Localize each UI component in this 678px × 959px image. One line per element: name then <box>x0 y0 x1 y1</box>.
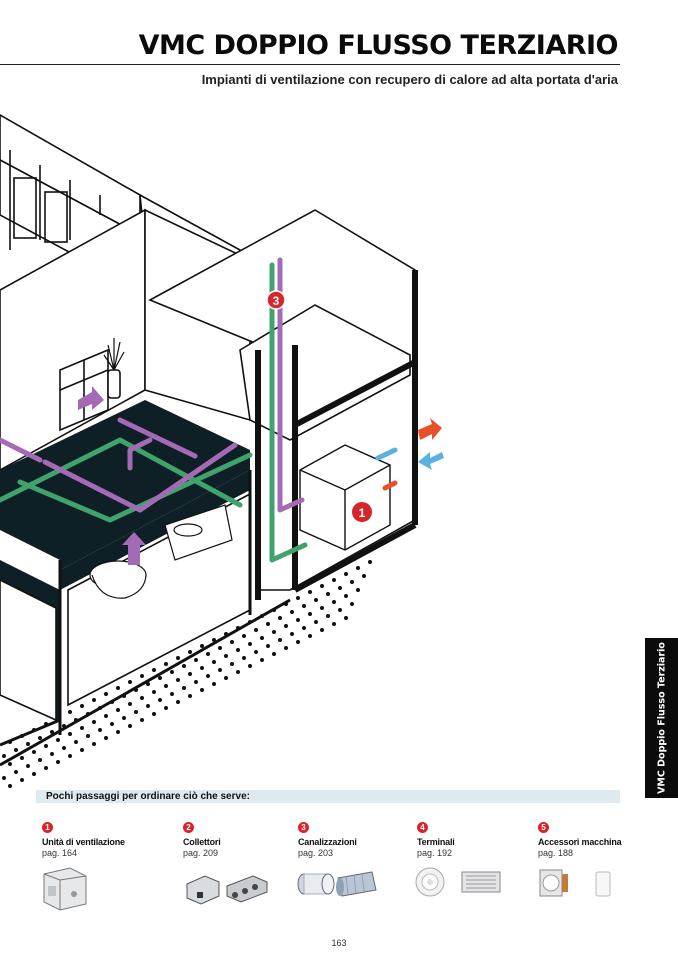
step-name: Collettori <box>183 837 221 847</box>
title-divider <box>0 64 620 65</box>
step-page-ref: pag. 203 <box>298 848 334 858</box>
section-side-tab: VMC Doppio Flusso Terziario <box>645 638 678 798</box>
extract-arrow <box>78 386 104 410</box>
floor-slab <box>0 400 250 570</box>
step-page-ref: pag. 209 <box>183 848 219 858</box>
machine-accessories-thumbnail <box>539 869 611 897</box>
ducting-thumbnail <box>297 871 377 897</box>
step-number-badge: 2 <box>183 822 194 833</box>
outdoor-air-out-arrow <box>418 418 442 440</box>
step-name: Terminali <box>417 837 455 847</box>
plant <box>103 338 125 371</box>
step-page-ref: pag. 188 <box>538 848 574 858</box>
step-number-badge: 4 <box>417 822 428 833</box>
ventilation-building-illustration: 3 1 <box>0 114 444 800</box>
step-item: 2 Collettori pag. 209 <box>183 822 293 858</box>
callout-3: 3 <box>266 290 286 310</box>
step-name: Canalizzazioni <box>298 837 357 847</box>
callout-1: 1 <box>352 502 372 522</box>
page-title: VMC DOPPIO FLUSSO TERZIARIO <box>138 30 619 61</box>
terminals-thumbnail <box>415 867 501 897</box>
page-number: 163 <box>331 938 347 948</box>
step-page-ref: pag. 192 <box>417 848 453 858</box>
step-number-badge: 5 <box>538 822 549 833</box>
steps-heading-bar: Pochi passaggi per ordinare ciò che serv… <box>36 790 620 803</box>
step-name: Unità di ventilazione <box>42 837 125 847</box>
step-item: 4 Terminali pag. 192 <box>417 822 527 858</box>
callout-1-label: 1 <box>359 506 366 520</box>
bathroom-fixtures <box>89 504 233 599</box>
outdoor-air-in-arrow <box>418 452 444 470</box>
step-name: Accessori macchina <box>538 837 622 847</box>
step-item: 3 Canalizzazioni pag. 203 <box>298 822 408 858</box>
ventilation-unit-thumbnail <box>43 867 87 911</box>
step-number-badge: 1 <box>42 822 53 833</box>
collector-thumbnail <box>186 875 268 905</box>
lower-frame <box>0 470 291 767</box>
side-tab-label: VMC Doppio Flusso Terziario <box>656 642 667 794</box>
page-subtitle: Impianti di ventilazione con recupero di… <box>201 72 618 87</box>
supply-arrow <box>122 532 146 565</box>
duct-network <box>0 257 398 563</box>
step-item: 5 Accessori macchina pag. 188 <box>538 822 648 858</box>
step-item: 1 Unità di ventilazione pag. 164 <box>42 822 152 858</box>
steps-heading: Pochi passaggi per ordinare ciò che serv… <box>46 791 250 802</box>
step-number-badge: 3 <box>298 822 309 833</box>
callout-3-label: 3 <box>273 294 280 308</box>
step-page-ref: pag. 164 <box>42 848 78 858</box>
ventilation-unit <box>299 444 391 551</box>
